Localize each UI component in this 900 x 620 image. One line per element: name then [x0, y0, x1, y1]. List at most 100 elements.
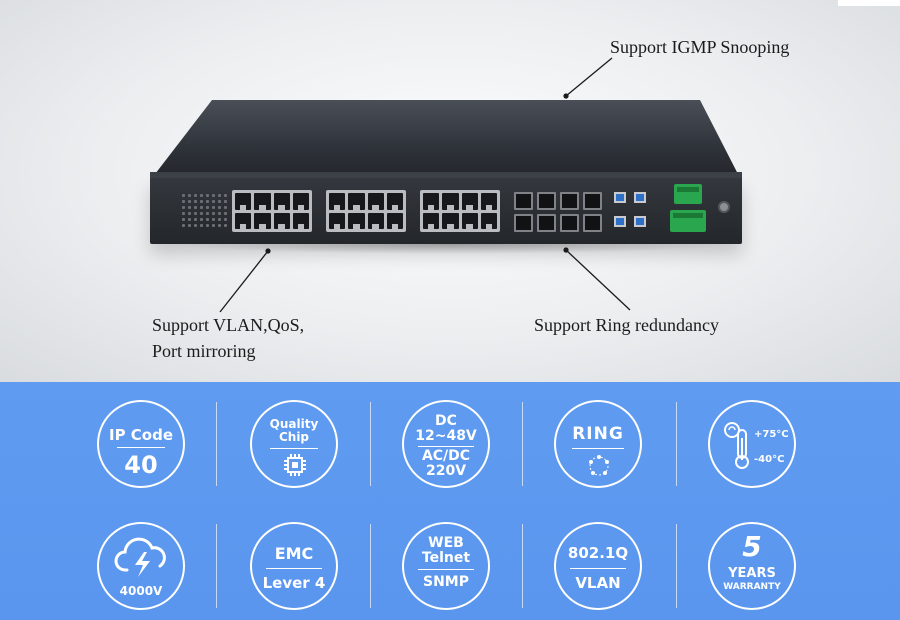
badge-divider	[117, 447, 165, 448]
led-dot	[212, 194, 215, 197]
quality-chip-line1: Quality	[269, 417, 319, 431]
callout-vlan-line1: Support VLAN,QoS,	[152, 315, 305, 335]
separator	[676, 524, 677, 608]
ring-topology-icon	[589, 455, 609, 476]
separator	[676, 402, 677, 486]
rj45-port-group-1	[232, 190, 312, 232]
led-dot	[218, 206, 221, 209]
product-photo-area: Support IGMP Snooping Support VLAN,QoS, …	[0, 0, 900, 382]
warranty-line1: YEARS	[728, 566, 776, 581]
ground-screw	[718, 201, 730, 213]
badge-divider	[418, 446, 474, 447]
callout-lines	[219, 57, 631, 313]
callout-ring: Support Ring redundancy	[534, 312, 719, 338]
badge-divider	[572, 448, 624, 449]
led-dot	[194, 200, 197, 203]
switch-shadow	[170, 244, 730, 254]
led-dot	[188, 194, 191, 197]
led-dot	[194, 218, 197, 221]
badge-ring: RING	[554, 400, 642, 488]
led-dot	[188, 200, 191, 203]
vlan-line2: VLAN	[575, 574, 621, 592]
separator	[216, 524, 217, 608]
badge-temperature: +75°C -40°C	[708, 400, 796, 488]
led-dot	[212, 200, 215, 203]
led-dot	[206, 212, 209, 215]
ring-leader-dot	[563, 247, 569, 253]
led-dot	[224, 200, 227, 203]
separator	[522, 524, 523, 608]
callout-igmp-text: Support IGMP Snooping	[610, 37, 790, 57]
status-leds	[160, 190, 227, 230]
management-line3: SNMP	[423, 574, 469, 590]
vlan-leader-line	[219, 250, 269, 313]
callout-vlan: Support VLAN,QoS, Port mirroring	[152, 312, 304, 364]
warranty-number: 5	[742, 530, 762, 563]
temp-high: +75°C	[754, 429, 789, 440]
led-dot	[200, 206, 203, 209]
switch-top-plate	[152, 100, 740, 178]
thermometer-icon	[724, 422, 749, 469]
ring-leader-line	[565, 249, 631, 311]
led-dot	[182, 224, 185, 227]
emc-line2: Lever 4	[262, 574, 326, 592]
led-dot	[194, 194, 197, 197]
rj45-port-group-3	[420, 190, 500, 232]
led-dot	[218, 224, 221, 227]
power-line4: 220V	[425, 463, 467, 479]
badge-vlan: 802.1Q VLAN	[554, 522, 642, 610]
led-dot	[188, 206, 191, 209]
led-dot	[200, 224, 203, 227]
led-dot	[224, 218, 227, 221]
led-dot	[206, 206, 209, 209]
network-switch-image	[150, 100, 742, 254]
led-dot	[206, 194, 209, 197]
led-dot	[188, 212, 191, 215]
led-dot	[212, 212, 215, 215]
surge-value: 4000V	[119, 584, 163, 598]
led-dot	[206, 200, 209, 203]
led-dot	[194, 224, 197, 227]
badge-divider	[570, 568, 626, 569]
warranty-line2: WARRANTY	[723, 582, 781, 592]
led-dot	[218, 212, 221, 215]
callout-igmp: Support IGMP Snooping	[610, 34, 789, 60]
led-dot	[182, 200, 185, 203]
badge-power-input: DC 12~48V AC/DC 220V	[402, 400, 490, 488]
vlan-line1: 802.1Q	[567, 544, 629, 562]
led-dot	[194, 206, 197, 209]
badge-warranty: 5 YEARS WARRANTY	[708, 522, 796, 610]
led-dot	[182, 218, 185, 221]
led-dot	[188, 218, 191, 221]
led-dot	[218, 218, 221, 221]
ring-label: RING	[572, 424, 624, 444]
separator	[370, 524, 371, 608]
led-dot	[182, 194, 185, 197]
badge-surge-protection: 4000V	[97, 522, 185, 610]
led-dot	[200, 218, 203, 221]
led-dot	[194, 212, 197, 215]
led-dot	[218, 194, 221, 197]
led-dot	[182, 212, 185, 215]
led-dot	[200, 194, 203, 197]
separator	[522, 402, 523, 486]
led-dot	[218, 200, 221, 203]
lightning-cloud-icon	[114, 537, 166, 577]
separator	[216, 402, 217, 486]
led-dot	[212, 218, 215, 221]
power-line1: DC	[435, 413, 457, 429]
switch-edge	[150, 172, 742, 180]
led-dot	[212, 224, 215, 227]
led-dot	[206, 224, 209, 227]
badge-quality-chip: Quality Chip	[250, 400, 338, 488]
led-dot	[224, 224, 227, 227]
power-line2: 12~48V	[415, 428, 477, 444]
management-line2: Telnet	[421, 550, 471, 566]
separator	[370, 402, 371, 486]
callout-vlan-line2: Port mirroring	[152, 341, 256, 361]
vlan-leader-dot	[265, 248, 271, 254]
led-dot	[212, 206, 215, 209]
combo-sfp-ports	[612, 190, 656, 234]
power-line3: AC/DC	[421, 448, 471, 464]
temp-low: -40°C	[754, 454, 785, 465]
